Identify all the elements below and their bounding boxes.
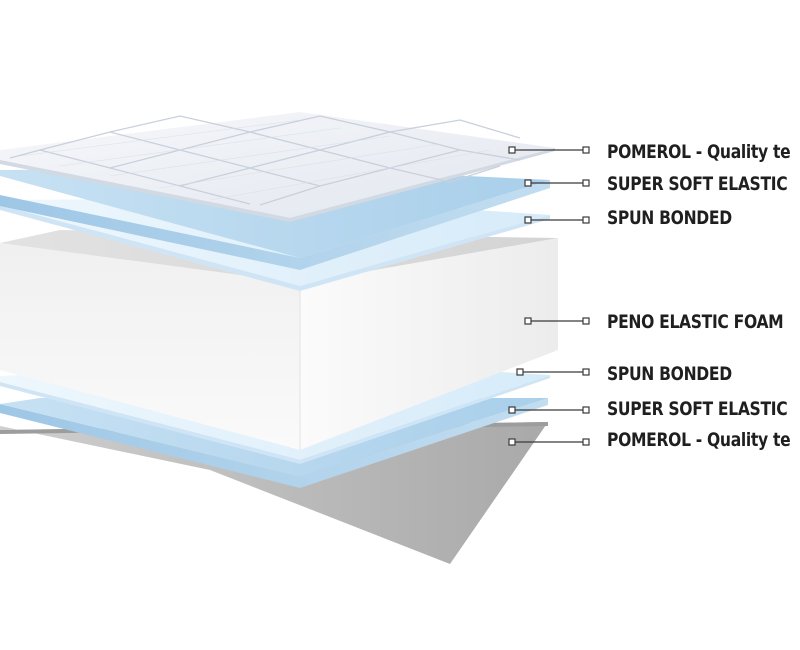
label-bottom-soft-foam: SUPER SOFT ELASTIC xyxy=(607,398,788,420)
leader-marker-top-soft-foam-start xyxy=(524,179,532,187)
label-top-soft-foam: SUPER SOFT ELASTIC xyxy=(607,173,788,195)
core-front-face xyxy=(0,243,300,450)
leader-lines xyxy=(508,146,590,446)
leader-marker-bottom-spun-start xyxy=(516,368,524,376)
leader-marker-top-spun-start xyxy=(524,216,532,224)
label-bottom-spun: SPUN BONDED xyxy=(607,363,732,385)
bottom-cover-surface xyxy=(0,422,548,564)
top-spun-edge xyxy=(0,205,550,291)
leader-marker-top-spun-end xyxy=(582,216,590,224)
label-top-spun: SPUN BONDED xyxy=(607,207,732,229)
top-cover-edge xyxy=(0,148,555,222)
label-core-foam: PENO ELASTIC FOAM xyxy=(607,311,784,333)
label-top-cover: POMEROL - Quality te xyxy=(607,141,791,163)
leader-marker-bottom-soft-foam-start xyxy=(508,406,516,414)
leader-marker-top-soft-foam-end xyxy=(582,179,590,187)
quilt-pattern xyxy=(9,115,521,206)
top-foam-edge xyxy=(0,180,550,270)
leader-marker-top-cover-end xyxy=(582,146,590,154)
leader-marker-bottom-spun-end xyxy=(582,368,590,376)
leader-marker-core-foam-start xyxy=(524,317,532,325)
leader-marker-bottom-cover-start xyxy=(508,438,516,446)
leader-marker-bottom-soft-foam-end xyxy=(582,406,590,414)
leader-marker-core-foam-end xyxy=(582,317,590,325)
leader-marker-bottom-cover-end xyxy=(582,438,590,446)
core-side-face xyxy=(300,238,558,450)
leader-marker-top-cover-start xyxy=(508,146,516,154)
label-bottom-cover: POMEROL - Quality te xyxy=(607,429,791,451)
quilt-texture xyxy=(19,119,491,201)
layer-top-cover xyxy=(0,112,555,222)
